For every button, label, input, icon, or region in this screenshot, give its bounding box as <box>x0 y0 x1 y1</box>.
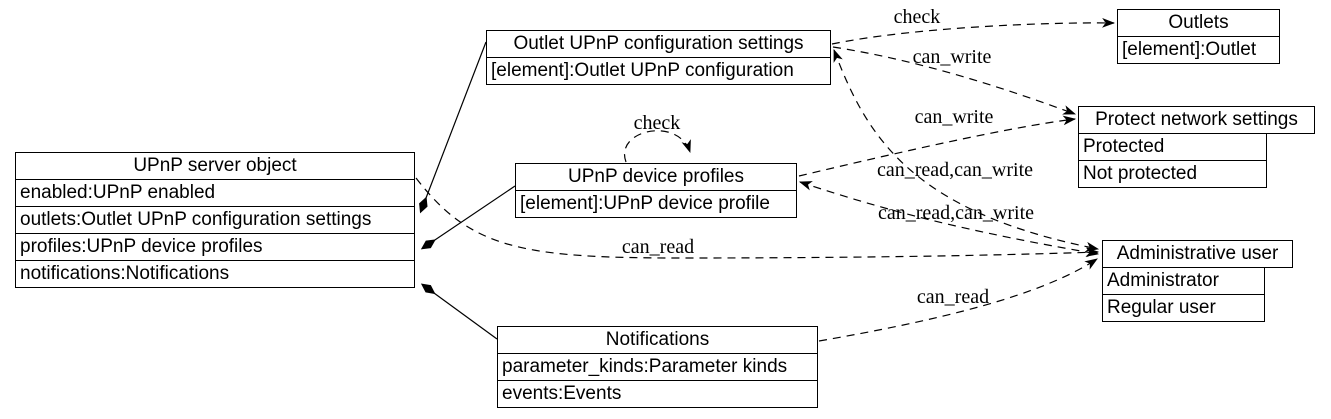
edge-label-can-read-server: can_read <box>621 236 695 258</box>
node-title: Protect network settings <box>1078 106 1315 134</box>
node-title: Notifications <box>497 326 818 354</box>
edge-label-can-read-can-write-outlet: can_read,can_write <box>876 159 1034 181</box>
node-notifications: Notifications parameter_kinds:Parameter … <box>497 326 818 408</box>
node-row: Not protected <box>1078 160 1267 188</box>
edge-label-can-read-can-write-profiles: can_read,can_write <box>877 202 1035 224</box>
edge-label-check-outlets: check <box>893 6 941 28</box>
node-row: [element]:Outlet <box>1117 36 1280 64</box>
node-protect-network-settings: Protect network settings Protected Not p… <box>1078 106 1315 188</box>
edge-check-device-profiles-self-loop <box>623 130 691 163</box>
node-upnp-server-object: UPnP server object enabled:UPnP enabled … <box>15 152 415 288</box>
edge-server-to-device-profiles <box>420 185 516 250</box>
edge-label-can-write-profiles: can_write <box>914 106 994 128</box>
node-row: outlets:Outlet UPnP configuration settin… <box>15 206 415 234</box>
node-row: [element]:Outlet UPnP configuration <box>486 57 831 85</box>
node-row: enabled:UPnP enabled <box>15 179 415 207</box>
node-title: Outlet UPnP configuration settings <box>486 30 831 58</box>
node-outlets: Outlets [element]:Outlet <box>1117 9 1280 64</box>
node-row: profiles:UPnP device profiles <box>15 233 415 261</box>
node-administrative-user: Administrative user Administrator Regula… <box>1102 240 1293 322</box>
edge-label-check-self-loop: check <box>633 112 681 134</box>
node-row: Protected <box>1078 133 1267 161</box>
edge-label-can-read-notifications: can_read <box>916 286 990 308</box>
edge-check-outlet-settings-to-outlets <box>831 17 1116 45</box>
edge-label-can-write-outlet: can_write <box>912 46 992 68</box>
edge-server-to-outlet-settings <box>419 41 487 214</box>
node-row: [element]:UPnP device profile <box>515 190 797 218</box>
node-upnp-device-profiles: UPnP device profiles [element]:UPnP devi… <box>515 163 797 218</box>
node-title: Administrative user <box>1102 240 1293 268</box>
node-title: UPnP server object <box>15 152 415 180</box>
edge-server-to-notifications <box>420 283 498 340</box>
node-title: UPnP device profiles <box>515 163 797 191</box>
node-outlet-upnp-configuration-settings: Outlet UPnP configuration settings [elem… <box>486 30 831 85</box>
node-row: Regular user <box>1102 294 1265 322</box>
node-title: Outlets <box>1117 9 1280 37</box>
node-row: parameter_kinds:Parameter kinds <box>497 353 818 381</box>
node-row: events:Events <box>497 380 818 408</box>
node-row: Administrator <box>1102 267 1265 295</box>
node-row: notifications:Notifications <box>15 260 415 288</box>
